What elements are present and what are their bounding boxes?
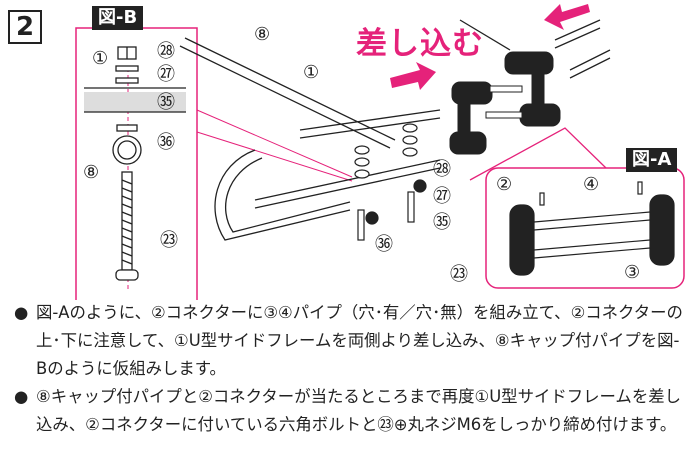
instruction-paragraph: ● ⑧キャップ付パイプと②コネクターが当たるところまで再度①U型サイドフレームを… (14, 383, 684, 439)
figure-b-label: 図-B (92, 6, 144, 30)
connector (449, 51, 561, 155)
callout-cap-pipe: ⑧ (83, 162, 99, 183)
bolts (354, 123, 427, 241)
svg-text:④: ④ (583, 174, 599, 195)
callout-screw: ㉓ (160, 230, 178, 251)
figure-a-pointer (469, 127, 607, 181)
guide-line (196, 109, 353, 178)
guide-line (196, 131, 353, 182)
callout-nut: ㉘ (157, 41, 175, 62)
svg-text:㉗: ㉗ (433, 186, 451, 207)
callout-spring-washer: ㉟ (157, 92, 175, 113)
figure-a-label: 図-A (626, 148, 678, 172)
insert-arrow-left (390, 62, 436, 90)
svg-text:⑧: ⑧ (254, 24, 270, 45)
svg-text:㊱: ㊱ (375, 234, 393, 255)
svg-text:㉘: ㉘ (433, 159, 451, 180)
insert-headline: 差し込む (356, 26, 484, 62)
instruction-text: ● 図-Aのように、②コネクターに③④パイプ（穴･有／穴･無）を組み立て、②コネ… (14, 299, 684, 439)
svg-text:②: ② (496, 174, 512, 195)
step-number: 2 (8, 10, 42, 44)
svg-text:③: ③ (624, 262, 640, 283)
figure-a-panel (485, 167, 685, 289)
callout-frame: ① (92, 48, 108, 69)
callout-labels: ① ㉘ ㉗ ㉟ ㊱ ⑧ ㉓ ⑧ ① ㉘ ㉗ ㉟ ㊱ ㉓ ② ④ ③ (83, 24, 640, 285)
bullet: ● (14, 303, 29, 322)
callout-cap-pipe-washer: ㊱ (157, 132, 175, 153)
bullet: ● (14, 387, 29, 406)
figure-a-parts (509, 181, 675, 276)
assembly-illustration: ① ㉘ ㉗ ㉟ ㊱ ⑧ ㉓ ⑧ ① ㉘ ㉗ ㉟ ㊱ ㉓ ② ④ ③ (75, 4, 685, 300)
instruction-step-2: ⑧キャップ付パイプと②コネクターが当たるところまで再度①U型サイドフレームを差し… (36, 387, 681, 434)
side-frame (179, 19, 611, 241)
figure-b-parts (84, 46, 186, 281)
insert-arrow-right (544, 4, 590, 30)
svg-text:㉓: ㉓ (450, 264, 468, 285)
instruction-step-1: 図-Aのように、②コネクターに③④パイプ（穴･有／穴･無）を組み立て、②コネクタ… (36, 303, 683, 378)
svg-text:㉟: ㉟ (433, 212, 451, 233)
callout-washer: ㉗ (157, 64, 175, 85)
svg-text:①: ① (303, 62, 319, 83)
instruction-paragraph: ● 図-Aのように、②コネクターに③④パイプ（穴･有／穴･無）を組み立て、②コネ… (14, 299, 684, 383)
